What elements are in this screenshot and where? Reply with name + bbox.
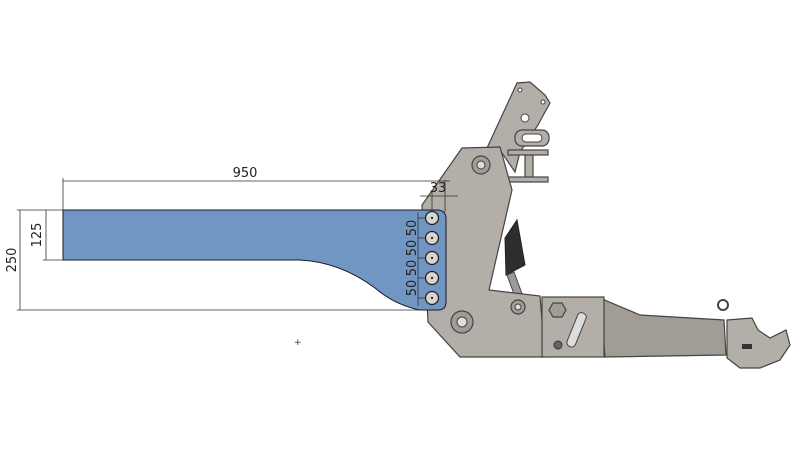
- bracket-hole: [517, 87, 523, 93]
- dim-label-spacing: 50: [405, 260, 420, 277]
- slot: [566, 312, 587, 348]
- adjustment-holes: [418, 210, 440, 306]
- hole-center: [430, 236, 434, 240]
- dim-label-125: 125: [30, 223, 45, 248]
- hook-ring: [717, 299, 729, 311]
- hex-bolt: [548, 302, 567, 318]
- dimension-overall-length: 950: [62, 166, 450, 210]
- dimension-hole-spacing: 50 50 50 50: [405, 212, 420, 306]
- hitch-assembly: [421, 81, 791, 369]
- dimension-hole-offset: 33: [420, 180, 458, 212]
- dimension-beam-height: 125: [30, 210, 63, 261]
- lower-arm: [599, 297, 727, 358]
- hole-center: [430, 296, 434, 300]
- dim-label-33: 33: [430, 181, 447, 196]
- origin-mark: +: [294, 338, 302, 348]
- hook: [726, 317, 791, 369]
- extension-plate: [62, 209, 447, 311]
- dim-label-spacing: 50: [405, 280, 420, 297]
- bracket-hole: [520, 113, 530, 123]
- hole-center: [430, 256, 434, 260]
- top-bracket: [486, 81, 551, 174]
- bracket-hole: [540, 99, 546, 105]
- hole-center: [430, 276, 434, 280]
- cylinder: [504, 218, 526, 276]
- hole-center: [430, 216, 434, 220]
- dim-label-250: 250: [5, 248, 20, 273]
- dimension-total-height: 250: [5, 209, 420, 311]
- dim-label-950: 950: [233, 166, 258, 181]
- dim-label-spacing: 50: [405, 220, 420, 237]
- dim-label-spacing: 50: [405, 240, 420, 257]
